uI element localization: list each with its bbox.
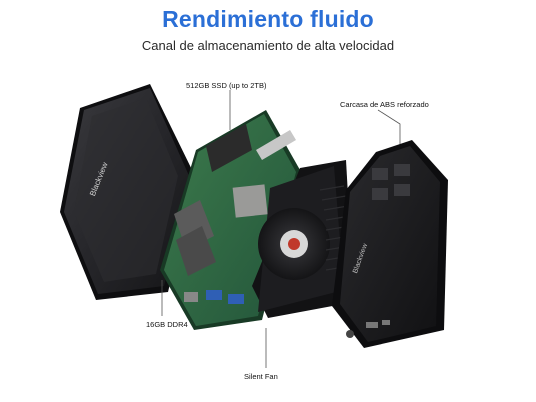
fan-callout: Silent Fan [244, 372, 278, 381]
ssd-module [206, 124, 252, 172]
power-button [346, 330, 354, 338]
usb-port [206, 290, 222, 300]
abs-case [332, 140, 448, 348]
page-title: Rendimiento fluido [162, 6, 374, 32]
fan-assembly [252, 160, 354, 318]
page-subtitle: Canal de almacenamiento de alta velocida… [141, 38, 395, 53]
ram-callout: 16GB DDR4 [146, 320, 188, 329]
ssd-callout: 512GB SSD (up to 2TB) [186, 81, 267, 90]
lid-panel [60, 84, 196, 300]
cpu-chip [232, 184, 268, 218]
front-usb-port [366, 322, 378, 328]
case-callout: Carcasa de ABS reforzado [340, 100, 429, 109]
